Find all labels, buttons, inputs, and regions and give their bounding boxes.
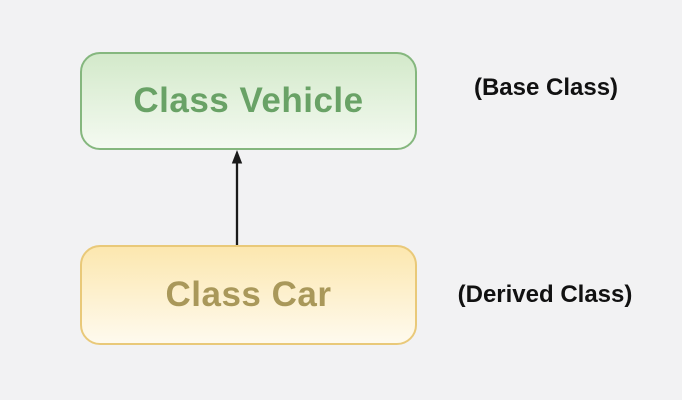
derived-class-label: Class Car: [165, 275, 332, 314]
inheritance-arrowhead-icon: [231, 150, 243, 164]
derived-class-annotation: (Derived Class): [457, 281, 633, 308]
derived-class-box: Class Car: [80, 245, 417, 345]
base-class-annotation: (Base Class): [473, 74, 619, 101]
base-class-box: Class Vehicle: [80, 52, 417, 150]
base-class-label: Class Vehicle: [133, 81, 364, 120]
